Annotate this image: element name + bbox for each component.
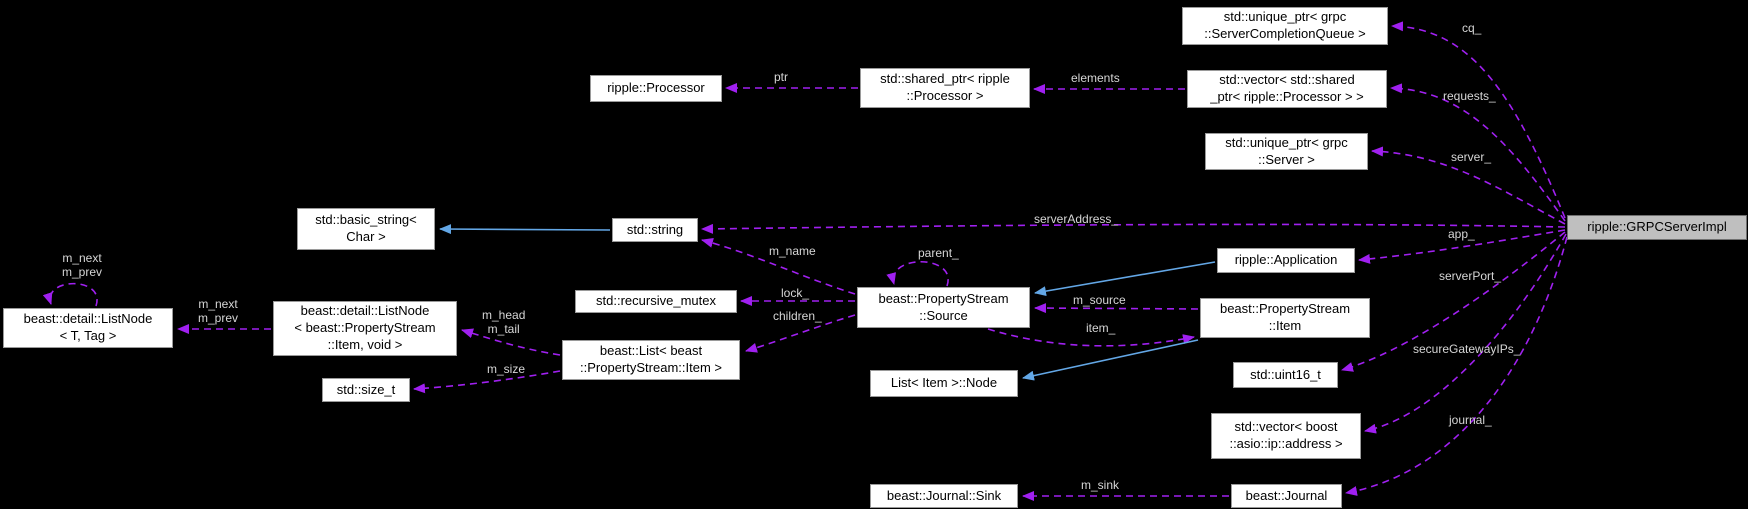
node-listnode-item[interactable]: beast::detail::ListNode < beast::Propert… <box>273 301 457 356</box>
edge-securegatewayips-line <box>1364 233 1567 434</box>
node-shared-ptr-processor[interactable]: std::shared_ptr< ripple ::Processor > <box>860 68 1030 108</box>
edge-msize-line <box>413 370 561 394</box>
node-size-t[interactable]: std::size_t <box>322 378 410 402</box>
node-vector-ip-address[interactable]: std::vector< boost ::asio::ip::address > <box>1211 413 1361 459</box>
edge-mname-line <box>701 238 856 295</box>
node-processor[interactable]: ripple::Processor <box>590 75 722 102</box>
edge-label-msize: m_size <box>487 362 526 376</box>
node-recursive-mutex[interactable]: std::recursive_mutex <box>575 290 737 313</box>
node-listnode-generic[interactable]: beast::detail::ListNode < T, Tag > <box>3 308 173 348</box>
edge-label-journal: journal_ <box>1449 413 1492 427</box>
edge-label-parent: parent_ <box>918 246 959 260</box>
edge-item-inherits-line <box>1022 339 1199 381</box>
edge-label-securegatewayips: secureGatewayIPs_ <box>1413 342 1521 356</box>
edge-application-inherits-line <box>1034 261 1216 297</box>
node-beast-list[interactable]: beast::List< beast ::PropertyStream::Ite… <box>562 340 740 380</box>
node-journal[interactable]: beast::Journal <box>1231 484 1342 508</box>
edge-label-serverport: serverPort_ <box>1439 269 1502 283</box>
node-list-item-node[interactable]: List< Item >::Node <box>870 370 1018 397</box>
edge-server-line <box>1371 146 1566 225</box>
edge-item-line <box>987 328 1195 347</box>
edge-label-item: item_ <box>1086 321 1116 335</box>
edge-label-children: children_ <box>773 309 822 323</box>
edge-string-inherits-line <box>439 224 611 235</box>
node-vector-shared-ptr-processor[interactable]: std::vector< std::shared _ptr< ripple::P… <box>1187 70 1387 108</box>
node-property-stream-item[interactable]: beast::PropertyStream ::Item <box>1200 298 1370 338</box>
node-uint16-t[interactable]: std::uint16_t <box>1233 362 1338 388</box>
edge-label-mnextprev-self: m_next m_prev <box>62 251 103 279</box>
node-string[interactable]: std::string <box>612 218 698 242</box>
edge-label-ptr: ptr <box>774 70 789 84</box>
edge-label-lock: lock_ <box>781 286 810 300</box>
node-property-stream-source[interactable]: beast::PropertyStream ::Source <box>857 287 1030 328</box>
edge-label-mname: m_name <box>769 244 816 258</box>
node-application[interactable]: ripple::Application <box>1217 248 1355 273</box>
edge-label-serveraddress: serverAddress_ <box>1034 212 1119 226</box>
node-journal-sink[interactable]: beast::Journal::Sink <box>870 484 1018 508</box>
edge-journal-line <box>1345 236 1568 496</box>
edge-label-app: app_ <box>1448 227 1475 241</box>
edge-app-line <box>1358 229 1566 264</box>
edge-label-cq: cq_ <box>1462 21 1482 35</box>
edge-msource-line <box>1034 303 1199 314</box>
node-basic-string[interactable]: std::basic_string< Char > <box>297 208 435 250</box>
edge-label-elements: elements <box>1071 71 1120 85</box>
edge-label-mnextprev: m_next m_prev <box>198 297 239 325</box>
edge-label-msink: m_sink <box>1081 478 1120 492</box>
edge-label-msource: m_source <box>1073 293 1126 307</box>
edge-mnextprev-loop-line <box>42 282 98 307</box>
edge-label-server: server_ <box>1451 150 1492 164</box>
edge-serveraddress-line <box>701 223 1566 234</box>
edge-label-requests: requests_ <box>1443 89 1496 103</box>
edge-serverport-line <box>1341 231 1566 372</box>
edge-mheadtail-line <box>461 328 561 356</box>
node-unique-ptr-completion-queue[interactable]: std::unique_ptr< grpc ::ServerCompletion… <box>1182 7 1388 45</box>
edge-children-line <box>745 314 856 353</box>
edge-cq-line <box>1391 21 1566 219</box>
edge-parent-loop-line <box>886 260 949 287</box>
edge-requests-line <box>1390 83 1566 222</box>
node-grpc-server-impl: ripple::GRPCServerImpl <box>1567 215 1747 240</box>
node-unique-ptr-grpc-server[interactable]: std::unique_ptr< grpc ::Server > <box>1205 133 1368 170</box>
edge-label-mheadtail: m_head m_tail <box>482 308 526 336</box>
